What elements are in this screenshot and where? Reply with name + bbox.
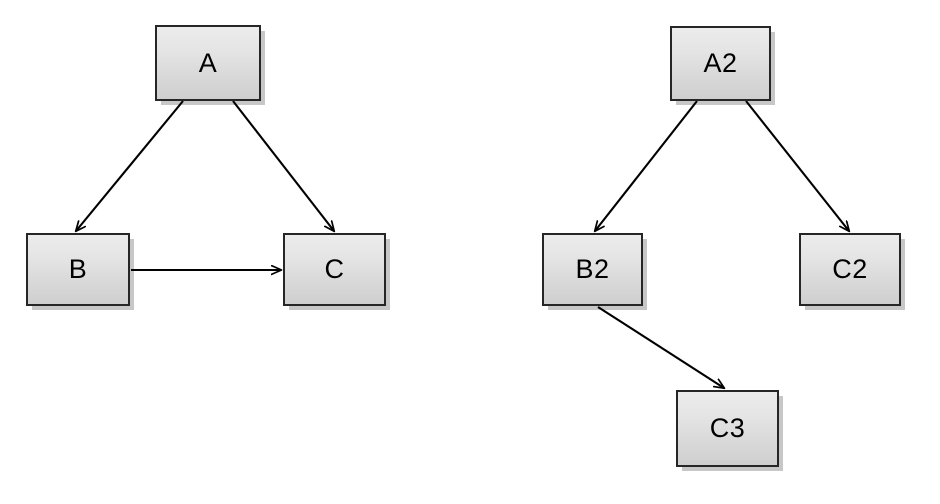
edge-b2-to-c3: [597, 306, 724, 388]
node-c2-label: C2: [832, 254, 868, 284]
node-a[interactable]: A: [155, 25, 261, 101]
node-a-label: A: [198, 47, 218, 78]
node-a2-label: A2: [703, 48, 738, 78]
node-c3[interactable]: C3: [676, 390, 779, 467]
node-c2[interactable]: C2: [799, 233, 901, 306]
edge-a2-to-c2: [745, 100, 849, 231]
node-b[interactable]: B: [26, 233, 130, 306]
edge-a2-to-b2: [595, 100, 698, 231]
node-c3-label: C3: [709, 413, 746, 443]
edge-a-to-b: [76, 100, 184, 231]
node-b-label: B: [68, 254, 88, 284]
edge-a-to-c: [232, 100, 334, 231]
node-a2[interactable]: A2: [670, 26, 771, 101]
node-c[interactable]: C: [283, 233, 386, 306]
node-c-label: C: [324, 254, 345, 284]
node-b2[interactable]: B2: [542, 233, 643, 306]
node-b2-label: B2: [575, 254, 610, 284]
